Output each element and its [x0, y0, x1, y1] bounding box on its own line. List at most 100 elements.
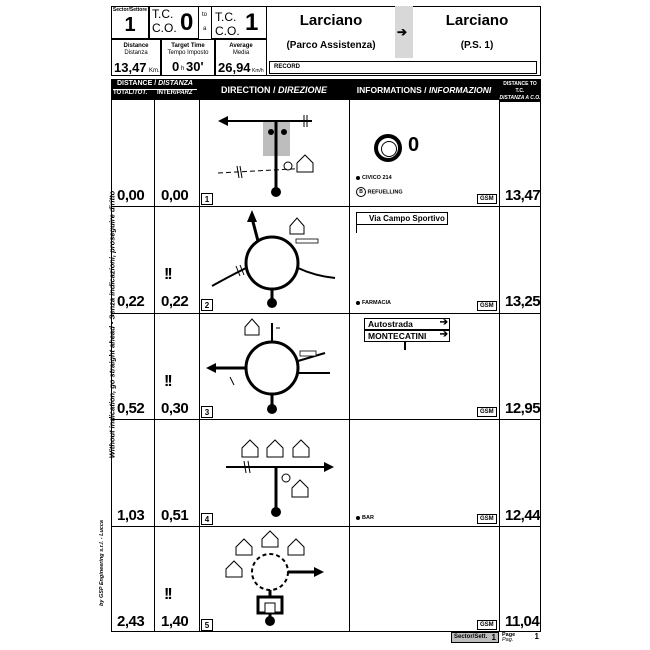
col-distance-underline — [113, 89, 197, 90]
tc-to-tc-label: T.C. — [215, 10, 237, 24]
target-time-box: Target Time Tempo Imposto 0 h 30' — [161, 39, 215, 76]
row2-index: 2 — [201, 299, 213, 311]
arrow-right-icon: ➔ — [397, 25, 408, 39]
row1-info-text-1: CIVICO 214 — [362, 175, 392, 181]
arrow-box — [395, 6, 413, 58]
row4-info-text-1: BAR — [362, 515, 374, 521]
row4-partial: 0,51 — [161, 507, 189, 524]
row5-index: 5 — [201, 619, 213, 631]
row2-sign-text: Via Campo Sportivo — [369, 214, 445, 223]
target-h-unit: h — [181, 66, 185, 72]
col-dist-co-it: DISTANZA A C.O. — [499, 95, 541, 101]
col-direction-en: DIRECTION — [220, 85, 271, 95]
row1-gsm: GSM — [477, 194, 497, 204]
row3-sign-2: MONTECATINI ➔ — [364, 329, 450, 342]
row1-info-item-1: CIVICO 214 — [356, 175, 392, 181]
tc-to-co-label: C.O. — [215, 24, 240, 38]
footer-page-label-it: Pag. — [502, 637, 514, 643]
col-divider-3 — [349, 99, 350, 632]
col-inter-it: PARZ — [176, 90, 193, 96]
distance-box: Distance Distanza 13,47 Km. — [111, 39, 161, 76]
start-place: Larciano — [299, 12, 363, 29]
row3-gsm: GSM — [477, 407, 497, 417]
end-place: Larciano — [445, 12, 509, 29]
start-sub: (Parco Assistenza) — [286, 40, 376, 51]
row1-total: 0,00 — [117, 187, 145, 204]
row2-sign-tail — [356, 225, 357, 233]
row4-direction-diagram — [226, 439, 334, 517]
side-instruction-text: Without indication, go straight ahead - … — [107, 190, 117, 459]
a-label: a — [203, 26, 207, 32]
record-field[interactable]: RECORD — [269, 61, 537, 74]
target-label: Target Time — [171, 43, 205, 49]
sector-label: Sector/Settore — [112, 7, 148, 13]
target-label-it: Tempo Imposto — [167, 50, 209, 56]
row2-caution-icon: !! — [164, 266, 173, 283]
credit-text: by GSP Engineering s.r.l. - Lucca — [99, 520, 105, 606]
footer-sector-box: Sector/Sett. 1 — [451, 632, 499, 643]
co-label: C.O. — [152, 21, 177, 35]
col-inter-en: INTER — [157, 90, 175, 96]
end-sub: (P.S. 1) — [460, 40, 494, 51]
distance-unit: Km. — [149, 68, 160, 74]
row-divider-1 — [111, 206, 541, 207]
row1-info-big: 0 — [408, 134, 420, 156]
row4-info-item-1: BAR — [356, 515, 374, 521]
sector-box: Sector/Settore 1 — [111, 6, 149, 39]
tc-to-box: T.C. C.O. 1 — [211, 6, 267, 39]
distance-value: 13,47 — [114, 60, 147, 75]
row3-sign2-arrow-icon: ➔ — [439, 329, 448, 340]
col-dist-tc: DISTANCE TO T.C. DISTANZA A C.O. — [499, 81, 541, 102]
row1-info-item-2: B REFUELLING — [356, 187, 403, 197]
col-info-en: INFORMATIONS — [356, 85, 422, 95]
col-distance-it: DISTANZA — [158, 80, 193, 87]
footer-page-label: Page — [502, 632, 516, 638]
row5-gsm: GSM — [477, 620, 497, 630]
row3-sign1-text: Autostrada — [368, 319, 413, 329]
col-dist-tc-en: DISTANCE TO T.C. — [503, 81, 537, 94]
row1-index: 1 — [201, 193, 213, 205]
avg-value: 26,94 — [218, 60, 251, 75]
row2-partial: 0,22 — [161, 293, 189, 310]
row3-remaining: 12,95 — [505, 400, 541, 417]
bullet-icon — [356, 175, 360, 180]
col-info-it: INFORMAZIONI — [428, 85, 492, 95]
col-total-en: TOTAL — [113, 90, 133, 96]
row3-direction-diagram — [206, 318, 330, 414]
row3-sign1-arrow-icon: ➔ — [439, 317, 448, 328]
col-distance: DISTANCE / DISTANZA — [111, 80, 199, 87]
distance-label: Distance — [123, 43, 149, 49]
row2-direction-diagram — [211, 210, 336, 308]
row2-info-text-1: FARMACIA — [362, 300, 392, 306]
row1-partial: 0,00 — [161, 187, 189, 204]
row3-sign-1: Autostrada ➔ — [364, 317, 450, 330]
record-label: RECORD — [274, 64, 301, 70]
target-hours: 0 — [172, 59, 180, 74]
fuel-icon: B — [356, 187, 366, 197]
row2-info-item-1: FARMACIA — [356, 300, 391, 306]
row1-info-text-2: REFUELLING — [367, 189, 403, 196]
col-distance-en: DISTANCE — [117, 80, 153, 87]
row-divider-3 — [111, 419, 541, 420]
footer-sector-label: Sector/Sett. — [454, 634, 488, 640]
row2-total: 0,22 — [117, 293, 145, 310]
row-divider-2 — [111, 313, 541, 314]
row3-sign2-text: MONTECATINI — [368, 331, 427, 341]
row4-remaining: 12,44 — [505, 507, 541, 524]
avg-unit: Km/h — [252, 68, 264, 74]
avg-label: Average — [229, 43, 253, 49]
to-label: to — [202, 12, 208, 18]
row2-street-sign: Via Campo Sportivo — [356, 212, 448, 225]
bullet-icon — [356, 300, 360, 305]
row4-index: 4 — [201, 513, 213, 525]
col-divider-1 — [154, 99, 155, 632]
col-total: TOTAL/TOT. — [113, 90, 148, 96]
tc-from-box: T.C. C.O. 0 — [149, 6, 199, 39]
row5-partial: 1,40 — [161, 613, 189, 630]
row3-caution-icon: !! — [164, 373, 173, 390]
tc-from-value: 0 — [180, 9, 194, 36]
row1-compass-icon — [374, 134, 402, 162]
avg-label-it: Media — [232, 50, 250, 56]
col-divider-4 — [499, 99, 500, 632]
footer-page-value: 1 — [534, 632, 539, 641]
